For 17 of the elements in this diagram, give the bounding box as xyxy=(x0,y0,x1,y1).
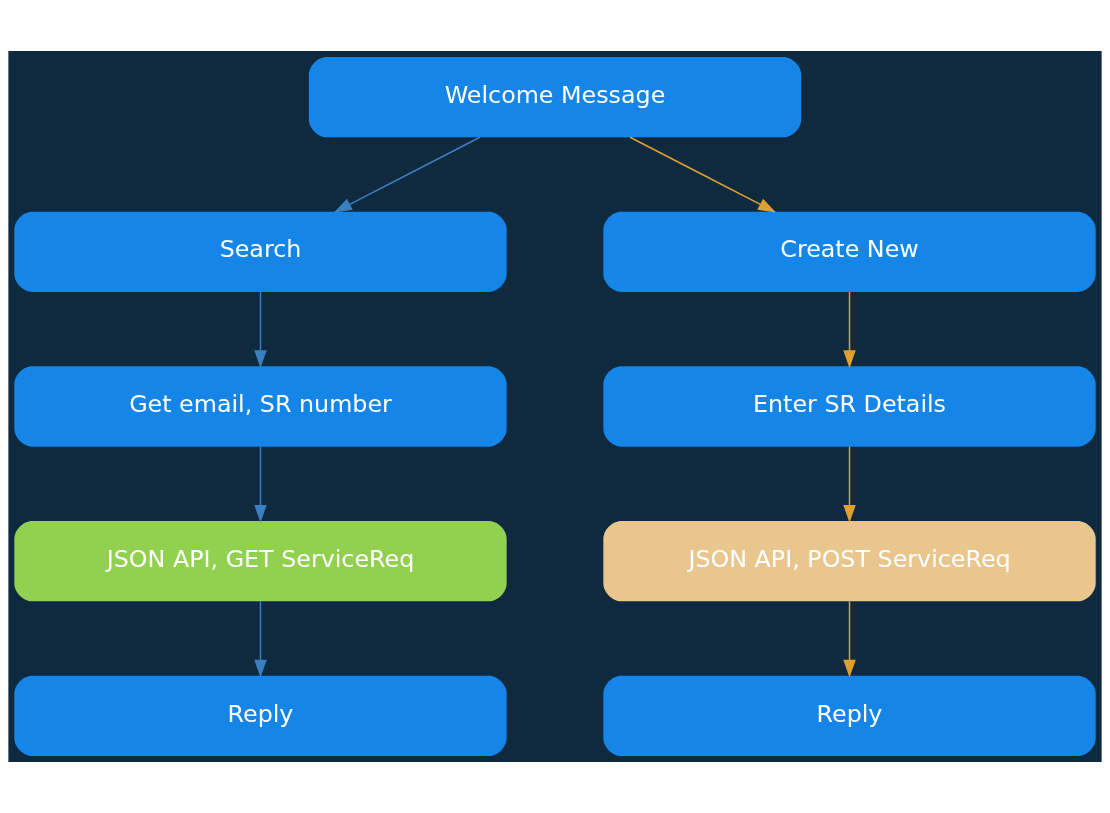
node-box: Reply xyxy=(14,675,507,757)
node-box: Welcome Message xyxy=(308,56,802,138)
arrow xyxy=(843,600,856,678)
node-box: Reply xyxy=(603,675,1096,757)
node-box: Search xyxy=(14,211,507,292)
arrow xyxy=(254,291,267,369)
arrow xyxy=(843,445,856,523)
arrow xyxy=(254,445,267,523)
node-box: Get email, SR number xyxy=(14,366,507,447)
node-box: Create New xyxy=(603,211,1096,292)
node-box: Enter SR Details xyxy=(603,366,1096,447)
node-box: JSON API, POST ServiceReq xyxy=(603,521,1096,602)
arrow xyxy=(333,136,481,213)
node-box: JSON API, GET ServiceReq xyxy=(14,521,507,602)
arrow xyxy=(629,136,777,213)
arrow xyxy=(254,600,267,678)
arrow xyxy=(843,291,856,369)
